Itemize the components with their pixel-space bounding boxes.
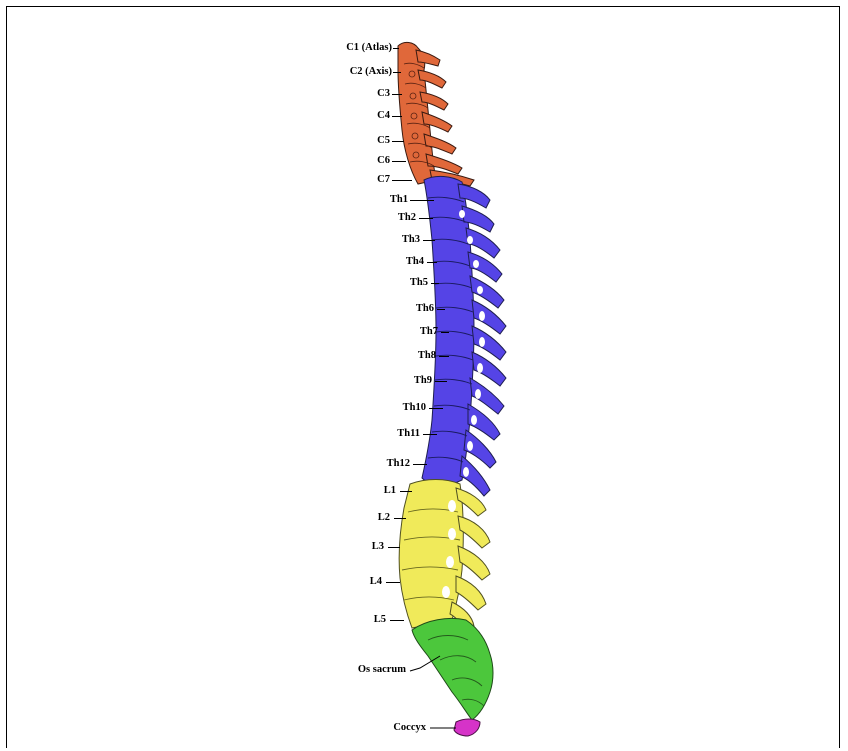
leader-th5 — [431, 283, 439, 284]
cervical-region — [398, 42, 474, 186]
label-c4: C4 — [377, 110, 390, 122]
leader-th12 — [413, 464, 427, 465]
coccyx-body — [454, 719, 480, 736]
label-os-sacrum: Os sacrum — [358, 664, 406, 676]
leader-l5 — [390, 620, 404, 621]
label-th5: Th5 — [410, 277, 428, 289]
label-th11: Th11 — [397, 428, 420, 440]
leader-th4 — [427, 262, 437, 263]
leader-th11 — [423, 434, 437, 435]
label-th8: Th8 — [418, 350, 436, 362]
leader-th6 — [437, 309, 445, 310]
label-c5: C5 — [377, 135, 390, 147]
leader-c4 — [392, 116, 402, 117]
leader-l3 — [388, 547, 400, 548]
leader-th8 — [439, 356, 449, 357]
label-l1: L1 — [384, 485, 396, 497]
label-th12: Th12 — [387, 458, 410, 470]
label-th4: Th4 — [406, 256, 424, 268]
leader-th1 — [410, 200, 434, 201]
label-c3: C3 — [377, 88, 390, 100]
label-th2: Th2 — [398, 212, 416, 224]
lumbar-region — [399, 480, 490, 631]
label-c1: C1 (Atlas) — [346, 42, 392, 54]
label-th3: Th3 — [402, 234, 420, 246]
leader-l1 — [400, 491, 412, 492]
leader-c3 — [392, 94, 402, 95]
label-th9: Th9 — [414, 375, 432, 387]
label-l4: L4 — [370, 576, 382, 588]
leader-th10 — [429, 408, 443, 409]
leader-th7 — [441, 332, 449, 333]
label-l3: L3 — [372, 541, 384, 553]
label-c2: C2 (Axis) — [350, 66, 392, 78]
sacrum-body — [412, 618, 493, 720]
label-coccyx: Coccyx — [393, 722, 426, 734]
leader-th9 — [435, 381, 447, 382]
label-c7: C7 — [377, 174, 390, 186]
label-c6: C6 — [377, 155, 390, 167]
leader-c2 — [393, 72, 401, 73]
label-th6: Th6 — [416, 303, 434, 315]
sacrum-region — [412, 618, 493, 720]
leader-l4 — [386, 582, 400, 583]
label-th10: Th10 — [403, 402, 426, 414]
label-th1: Th1 — [390, 194, 408, 206]
label-l2: L2 — [378, 512, 390, 524]
leader-c7 — [392, 180, 412, 181]
label-l5: L5 — [374, 614, 386, 626]
label-th7: Th7 — [420, 326, 438, 338]
leader-th3 — [423, 240, 435, 241]
leader-c6 — [392, 161, 406, 162]
leader-th2 — [419, 218, 433, 219]
leader-c1 — [393, 48, 399, 49]
leader-c5 — [392, 141, 404, 142]
coccyx-region — [454, 719, 480, 736]
leader-l2 — [394, 518, 406, 519]
